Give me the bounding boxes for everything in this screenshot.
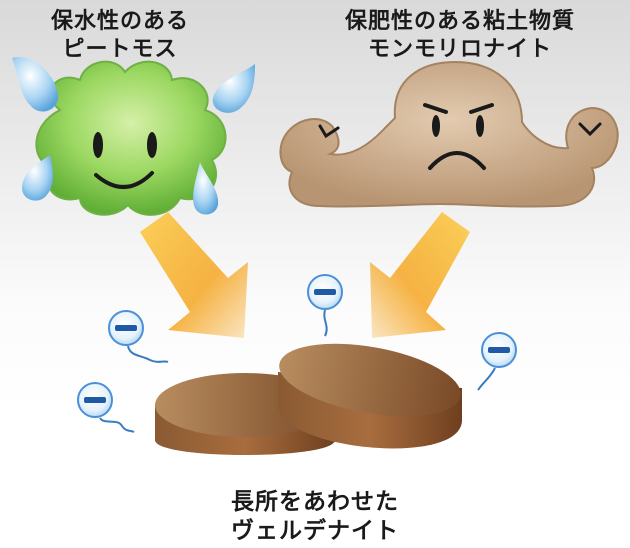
montmorillonite-label: 保肥性のある粘土物質 モンモリロナイト xyxy=(310,8,610,63)
montmorillonite-body xyxy=(279,60,619,208)
montmorillonite-label-line2: モンモリロナイト xyxy=(367,36,552,62)
peat-moss-character xyxy=(35,60,227,216)
minus-ion-icon xyxy=(307,274,343,337)
water-drop-icon xyxy=(22,155,53,201)
muscle-left xyxy=(318,124,340,139)
peat-moss-label: 保水性のある ピートモス xyxy=(20,8,220,63)
verdenite-label-line2: ヴェルデナイト xyxy=(231,517,399,544)
verdenite-label-line1: 長所をあわせた xyxy=(231,489,399,515)
minus-ion-icon xyxy=(77,382,135,433)
minus-ion-icon xyxy=(477,332,517,391)
peat-moss-label-line1: 保水性のある xyxy=(50,9,189,34)
brow-right xyxy=(469,103,494,114)
brow-left xyxy=(423,103,448,114)
clay-eye-right xyxy=(476,115,484,137)
peat-smile xyxy=(94,171,154,189)
muscle-right xyxy=(578,122,602,137)
water-drop-icon xyxy=(193,162,219,215)
peat-eye-left xyxy=(93,132,103,158)
peat-moss-label-line2: ピートモス xyxy=(62,36,178,62)
montmorillonite-label-line1: 保肥性のある粘土物質 xyxy=(344,9,575,34)
clay-frown xyxy=(428,151,486,170)
water-drop-icon xyxy=(12,56,59,112)
montmorillonite-character xyxy=(279,60,619,208)
minus-ion-icon xyxy=(108,310,169,363)
clay-eye-left xyxy=(432,115,440,137)
peat-eye-right xyxy=(147,132,157,158)
peat-moss-body xyxy=(35,60,227,216)
verdenite-label: 長所をあわせた ヴェルデナイト xyxy=(165,488,465,546)
arrow-down-icon xyxy=(140,212,248,338)
verdenite-disc-right xyxy=(278,343,462,449)
water-drop-icon xyxy=(212,64,255,113)
arrow-down-icon xyxy=(370,212,470,338)
